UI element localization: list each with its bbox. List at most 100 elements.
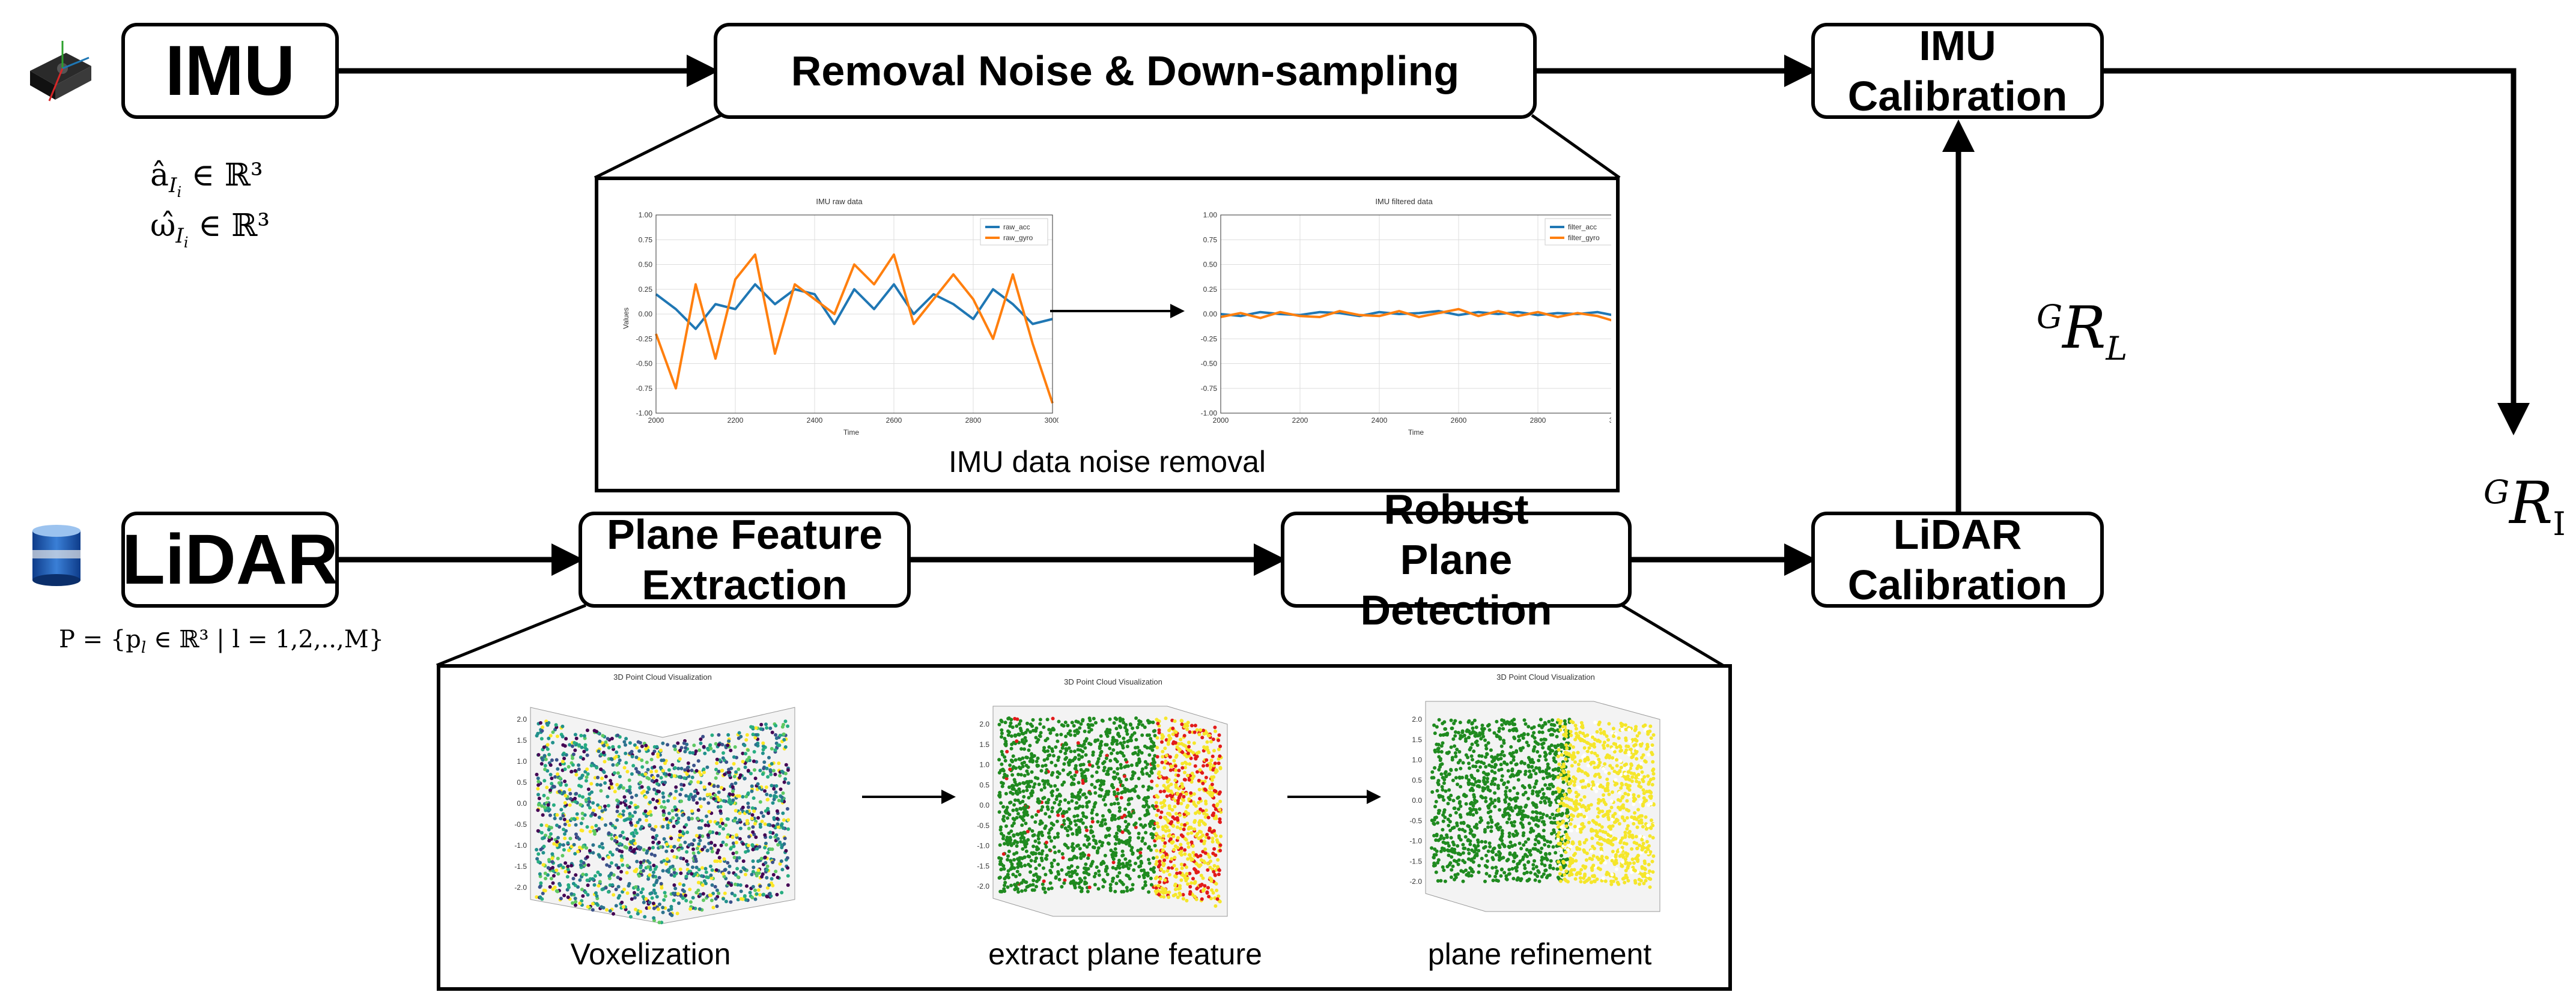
cloud-point — [1450, 755, 1454, 760]
cloud-point — [1446, 802, 1450, 806]
cloud-point — [1447, 788, 1451, 792]
cloud-point — [634, 755, 639, 760]
cloud-point — [1170, 841, 1174, 844]
cloud-point — [1049, 784, 1053, 788]
cloud-point — [1080, 878, 1084, 883]
cloud-point — [1527, 821, 1531, 826]
cloud-point — [1180, 766, 1185, 770]
cloud-point — [1487, 841, 1492, 845]
cloud-point — [687, 869, 691, 874]
cloud-point — [1150, 761, 1155, 766]
cloud-point — [1208, 865, 1212, 869]
cloud-point — [625, 837, 630, 841]
cloud-point — [1162, 844, 1167, 848]
cloud-point — [669, 792, 673, 796]
cloud-point — [1022, 794, 1026, 799]
cloud-point — [1456, 731, 1460, 735]
cloud-point — [650, 896, 654, 900]
cloud-point — [1093, 883, 1097, 887]
cloud-point — [1011, 784, 1015, 788]
cloud-point — [551, 881, 555, 885]
cloud-point — [651, 797, 655, 802]
cloud-point — [614, 888, 618, 892]
raw-x-tick: 2600 — [886, 416, 902, 425]
cloud-point — [1182, 827, 1186, 832]
cloud-point — [630, 832, 634, 836]
cloud-point — [577, 794, 582, 798]
cloud-point — [1099, 862, 1104, 866]
acc-sub: I — [169, 174, 177, 198]
cloud-point — [574, 736, 579, 740]
cloud-point — [1089, 829, 1093, 833]
cloud-point — [712, 784, 716, 788]
cloud-plot-title: 3D Point Cloud Visualization — [613, 673, 712, 682]
cloud-point — [561, 843, 565, 847]
cloud-point — [1211, 813, 1215, 817]
cloud-point — [723, 868, 727, 872]
cloud-point — [1050, 865, 1054, 868]
cloud-point — [1436, 747, 1440, 751]
cloud-point — [595, 894, 599, 898]
cloud-point — [1436, 779, 1441, 782]
cloud-point — [735, 794, 740, 798]
cloud-point — [1483, 738, 1487, 742]
cloud-point — [1048, 731, 1053, 735]
cloud-point — [1155, 718, 1159, 722]
cloud-point — [586, 883, 590, 888]
cloud-point — [1481, 786, 1485, 790]
cloud-point — [652, 888, 656, 892]
cloud-point — [716, 848, 720, 852]
cloud-point — [1193, 764, 1197, 768]
cloud-point — [1512, 834, 1516, 838]
cloud-point — [588, 806, 592, 810]
cloud-point — [637, 749, 642, 753]
cloud-point — [1126, 798, 1131, 802]
cloud-point — [1530, 764, 1534, 769]
cloud-point — [1519, 805, 1523, 809]
cloud-point — [1446, 817, 1450, 821]
cloud-point — [1050, 793, 1054, 797]
cloud-point — [539, 830, 544, 835]
cloud-point — [1104, 743, 1108, 747]
cloud-point — [1549, 733, 1553, 737]
cloud-point — [1149, 848, 1153, 852]
cloud-point — [1011, 754, 1015, 758]
cloud-point — [1005, 805, 1009, 809]
cloud-point — [1554, 851, 1558, 855]
cloud-point — [625, 891, 630, 895]
cloud-point — [1201, 728, 1206, 733]
cloud-point — [744, 752, 748, 756]
cloud-point — [649, 852, 654, 856]
cloud-point — [607, 890, 610, 894]
cloud-arrow-2 — [1287, 790, 1381, 804]
acc-in-r3: ∈ ℝ³ — [191, 157, 263, 193]
cloud-point — [1551, 866, 1555, 871]
cloud-point — [768, 830, 773, 835]
cloud-point — [621, 786, 625, 790]
plane-feature-node: Plane Feature Extraction — [579, 511, 911, 608]
cloud-point — [658, 845, 663, 849]
cloud-point — [1018, 719, 1022, 723]
cloud-point — [1442, 798, 1446, 802]
cloud-point — [1054, 876, 1058, 880]
cloud-point — [640, 785, 644, 789]
cloud-point — [1028, 883, 1033, 888]
cloud-point — [733, 745, 737, 749]
cloud-point — [1206, 815, 1211, 820]
cloud-point — [783, 836, 787, 841]
cloud-point — [741, 842, 745, 846]
cloud-point — [766, 851, 770, 855]
cloud-point — [1050, 821, 1054, 826]
cloud-point — [1138, 854, 1143, 858]
cloud-point — [597, 827, 601, 831]
cloud-point — [1437, 794, 1441, 797]
cloud-point — [1131, 852, 1135, 856]
cloud-point — [682, 741, 686, 745]
cloud-point — [1509, 808, 1513, 811]
cloud-point — [1053, 850, 1057, 854]
cloud-point — [1080, 818, 1083, 822]
cloud-point — [1125, 788, 1129, 792]
cloud-point — [1195, 728, 1199, 732]
cloud-point — [1171, 732, 1175, 736]
cloud-point — [642, 859, 646, 863]
